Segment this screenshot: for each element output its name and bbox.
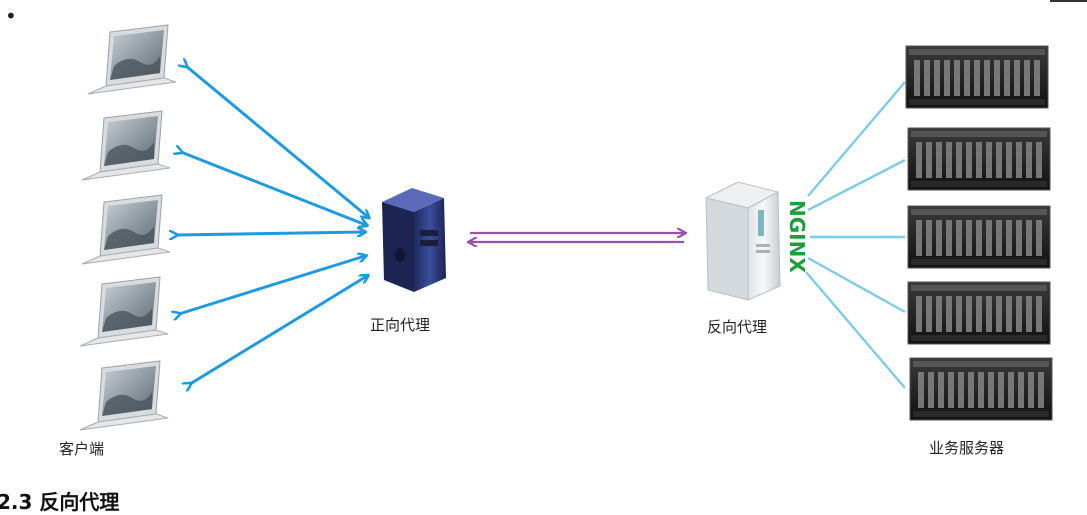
server-line-4 xyxy=(807,256,906,314)
nginx-logo: NGINX xyxy=(785,200,809,273)
reverse-proxy-server-icon xyxy=(704,181,781,301)
forward-proxy-server-icon xyxy=(382,188,446,292)
business-server-2 xyxy=(907,127,1051,191)
client-laptop-1 xyxy=(87,24,177,95)
server-line-1 xyxy=(807,81,906,197)
client-arrow-4 xyxy=(179,256,365,314)
reverse-proxy-label: 反向代理 xyxy=(707,318,768,336)
clients-label: 客户端 xyxy=(59,440,105,458)
business-server-1 xyxy=(905,45,1049,109)
top-edge-line xyxy=(1050,0,1087,2)
client-laptop-5 xyxy=(79,360,169,431)
bullet: • xyxy=(5,4,17,28)
server-line-5 xyxy=(805,271,906,389)
client-laptop-4 xyxy=(79,276,169,347)
client-arrow-2 xyxy=(181,152,366,225)
business-server-5 xyxy=(909,357,1053,421)
forward-proxy-label: 正向代理 xyxy=(370,316,431,334)
client-arrow-3 xyxy=(176,232,364,235)
business-server-4 xyxy=(907,281,1051,345)
section-heading: 2.3 反向代理 xyxy=(0,490,120,514)
client-arrow-5 xyxy=(190,276,367,384)
business-server-3 xyxy=(907,205,1051,269)
client-laptop-2 xyxy=(81,110,171,181)
business-servers-label: 业务服务器 xyxy=(929,439,1005,457)
client-arrow-1 xyxy=(186,66,368,217)
server-line-2 xyxy=(807,158,906,212)
client-laptop-3 xyxy=(81,194,171,265)
